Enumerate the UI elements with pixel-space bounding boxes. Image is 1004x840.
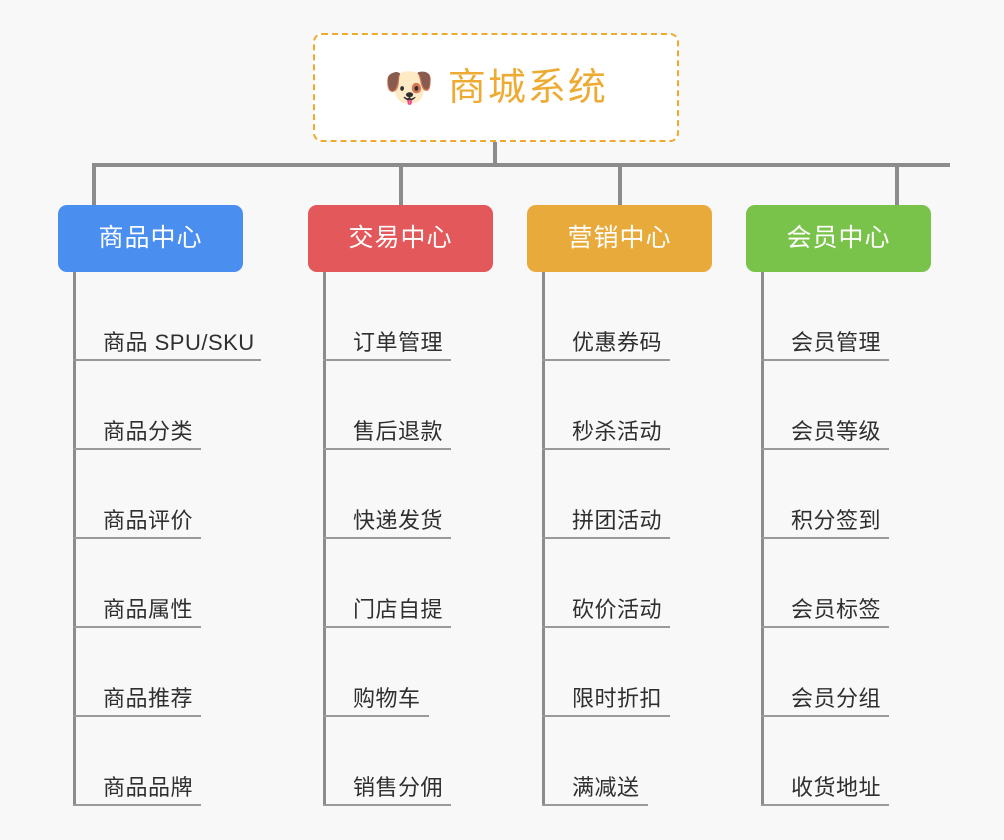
leaf-item[interactable]: 会员标签 (761, 539, 889, 628)
leaf-item-rule (761, 804, 889, 806)
leaf-item-rule (323, 804, 451, 806)
leaf-item-rule (542, 626, 670, 628)
leaf-item-label: 商品评价 (103, 507, 194, 533)
leaf-item-rule (542, 359, 670, 361)
leaf-item-rule (761, 715, 889, 717)
leaf-item[interactable]: 购物车 (323, 628, 443, 717)
leaf-item-rule (761, 359, 889, 361)
leaf-item-label: 秒杀活动 (572, 418, 663, 444)
leaf-item[interactable]: 订单管理 (323, 272, 451, 361)
leaf-item-label: 销售分佣 (353, 774, 444, 800)
category-box-product-center[interactable]: 商品中心 (58, 205, 243, 272)
leaf-column-product-center: 商品 SPU/SKU 商品分类商品评价商品属性商品推荐商品品牌 (73, 272, 261, 806)
leaf-item-rule (73, 626, 201, 628)
leaf-item-label: 商品分类 (103, 418, 194, 444)
column-spine-trade-center (323, 272, 326, 806)
leaf-column-trade-center: 订单管理售后退款快递发货门店自提购物车销售分佣 (323, 272, 451, 806)
leaf-item-rule (323, 359, 451, 361)
leaf-item-label: 订单管理 (353, 329, 444, 355)
leaf-item-rule (323, 715, 429, 717)
leaf-item[interactable]: 限时折扣 (542, 628, 670, 717)
category-label-marketing-center: 营销中心 (567, 224, 672, 252)
connector-drop-product-center (92, 163, 96, 207)
leaf-item[interactable]: 销售分佣 (323, 717, 451, 806)
leaf-item-label: 购物车 (353, 685, 421, 711)
leaf-item-label: 商品属性 (103, 596, 194, 622)
leaf-item[interactable]: 商品品牌 (73, 717, 255, 806)
leaf-item-label: 会员管理 (791, 329, 882, 355)
category-label-product-center: 商品中心 (98, 224, 203, 252)
category-box-trade-center[interactable]: 交易中心 (308, 205, 493, 272)
leaf-item-rule (323, 448, 451, 450)
leaf-item[interactable]: 积分签到 (761, 450, 889, 539)
connector-drop-member-center (895, 163, 899, 207)
leaf-item-rule (73, 804, 201, 806)
leaf-item-rule (73, 448, 201, 450)
leaf-item-label: 会员等级 (791, 418, 882, 444)
connector-drop-trade-center (399, 163, 403, 207)
category-box-marketing-center[interactable]: 营销中心 (527, 205, 712, 272)
connector-drop-marketing-center (618, 163, 622, 207)
leaf-item[interactable]: 会员管理 (761, 272, 889, 361)
category-label-member-center: 会员中心 (786, 224, 891, 252)
leaf-item[interactable]: 满减送 (542, 717, 662, 806)
column-spine-member-center (761, 272, 764, 806)
leaf-item-rule (761, 626, 889, 628)
leaf-item[interactable]: 会员等级 (761, 361, 889, 450)
leaf-item-rule (73, 359, 261, 361)
leaf-item-rule (542, 715, 670, 717)
leaf-item-rule (542, 448, 670, 450)
leaf-item-label: 满减送 (572, 774, 640, 800)
leaf-item-label: 拼团活动 (572, 507, 663, 533)
leaf-column-marketing-center: 优惠券码秒杀活动拼团活动砍价活动限时折扣满减送 (542, 272, 670, 806)
leaf-item-label: 会员分组 (791, 685, 882, 711)
leaf-item[interactable]: 拼团活动 (542, 450, 670, 539)
leaf-item-label: 商品推荐 (103, 685, 194, 711)
leaf-item-label: 快递发货 (353, 507, 444, 533)
root-node[interactable]: 🐶 商城系统 (313, 33, 679, 142)
leaf-item-rule (323, 626, 451, 628)
leaf-item-rule (323, 537, 451, 539)
leaf-item[interactable]: 商品评价 (73, 450, 255, 539)
leaf-item[interactable]: 收货地址 (761, 717, 889, 806)
leaf-item[interactable]: 会员分组 (761, 628, 889, 717)
leaf-item-rule (542, 804, 648, 806)
leaf-item[interactable]: 门店自提 (323, 539, 451, 628)
leaf-item-label: 门店自提 (353, 596, 444, 622)
leaf-item-rule (73, 715, 201, 717)
leaf-item[interactable]: 优惠券码 (542, 272, 670, 361)
leaf-item-rule (761, 448, 889, 450)
leaf-item-label: 商品 SPU/SKU (103, 329, 255, 355)
leaf-column-member-center: 会员管理会员等级积分签到会员标签会员分组收货地址 (761, 272, 889, 806)
root-title: 商城系统 (447, 66, 608, 109)
leaf-item[interactable]: 商品属性 (73, 539, 255, 628)
leaf-item[interactable]: 秒杀活动 (542, 361, 670, 450)
leaf-item-label: 积分签到 (791, 507, 882, 533)
dog-face-icon: 🐶 (384, 65, 434, 110)
leaf-item-label: 会员标签 (791, 596, 882, 622)
category-box-member-center[interactable]: 会员中心 (746, 205, 931, 272)
leaf-item-rule (542, 537, 670, 539)
leaf-item-rule (73, 537, 201, 539)
leaf-item-label: 收货地址 (791, 774, 882, 800)
leaf-item-label: 商品品牌 (103, 774, 194, 800)
column-spine-marketing-center (542, 272, 545, 806)
category-label-trade-center: 交易中心 (348, 224, 453, 252)
connector-horizontal-bus (92, 163, 950, 167)
leaf-item[interactable]: 砍价活动 (542, 539, 670, 628)
leaf-item-label: 优惠券码 (572, 329, 663, 355)
connector-root-stem (493, 142, 497, 166)
leaf-item[interactable]: 快递发货 (323, 450, 451, 539)
leaf-item-label: 售后退款 (353, 418, 444, 444)
leaf-item[interactable]: 商品 SPU/SKU (73, 272, 261, 361)
leaf-item[interactable]: 商品分类 (73, 361, 255, 450)
leaf-item-rule (761, 537, 889, 539)
leaf-item-label: 限时折扣 (572, 685, 663, 711)
column-spine-product-center (73, 272, 76, 806)
leaf-item[interactable]: 商品推荐 (73, 628, 255, 717)
leaf-item-label: 砍价活动 (572, 596, 663, 622)
leaf-item[interactable]: 售后退款 (323, 361, 451, 450)
